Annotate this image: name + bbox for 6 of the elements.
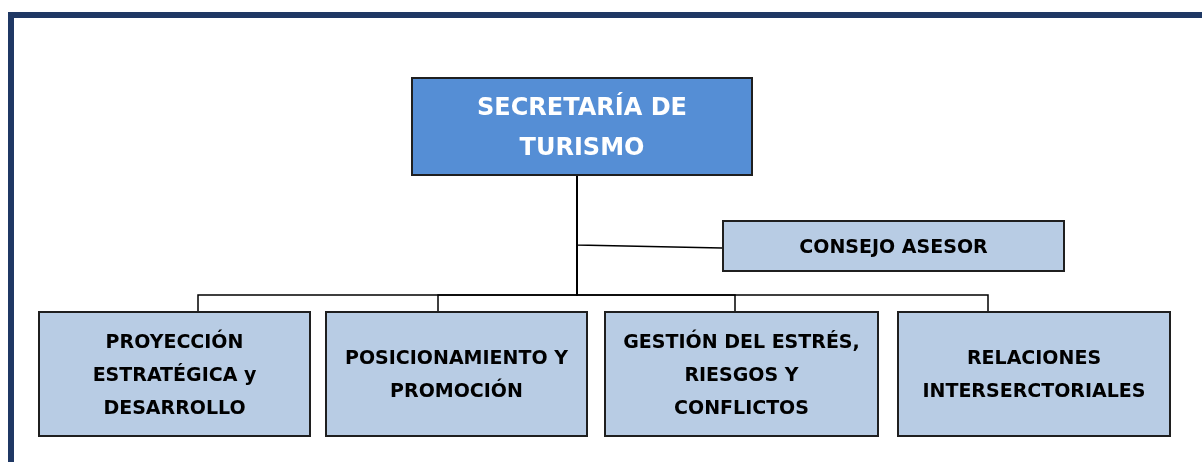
unit-box: GESTIÓN DEL ESTRÉS, RIESGOS Y CONFLICTOS bbox=[604, 311, 879, 437]
unit-box: RELACIONES INTERSERCTORIALES bbox=[897, 311, 1171, 437]
unit-box: CONSEJO ASESOR bbox=[722, 220, 1065, 272]
unit-box: PROYECCIÓN ESTRATÉGICA y DESARROLLO bbox=[38, 311, 311, 437]
head-box: SECRETARÍA DE TURISMO bbox=[411, 77, 753, 176]
unit-box: POSICIONAMIENTO Y PROMOCIÓN bbox=[325, 311, 588, 437]
